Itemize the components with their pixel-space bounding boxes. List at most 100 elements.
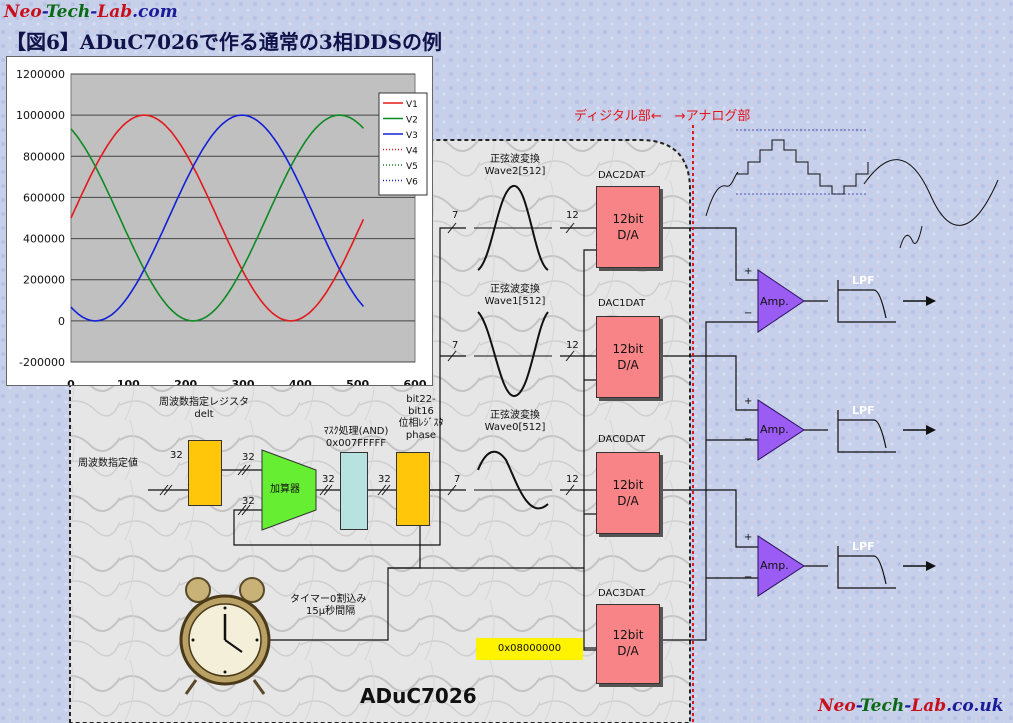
legend-entry: V1	[406, 100, 418, 110]
x-tick-label: 200	[174, 378, 197, 385]
bus-width-dac0: 12	[566, 474, 579, 485]
logo-top-suffix: .com	[132, 2, 178, 22]
plot-area	[70, 73, 416, 363]
bus-width-phase0: 7	[454, 474, 461, 485]
logo-top: Neo-Tech-Lab.com	[4, 2, 178, 22]
amp-3-label: Amp.	[760, 559, 789, 572]
bus-width-sum: 32	[322, 474, 335, 485]
x-tick-label: 600	[404, 378, 427, 385]
x-tick-label: 300	[232, 378, 255, 385]
page-title: 【図6】ADuC7026で作る通常の3相DDSの例	[6, 30, 442, 54]
y-tick-label: 200000	[23, 274, 65, 287]
bus-width-feedback: 32	[242, 496, 255, 507]
mask-label: ﾏｽｸ処理(AND) 0x007FFFFF	[306, 426, 406, 450]
sine-table-1-name: 正弦波変換	[490, 284, 540, 295]
waveform-chart: 1200000 1000000 800000 600000 400000 200000 0 -…	[6, 56, 433, 386]
sine-table-2-sub: Wave2[512]	[484, 166, 546, 177]
timer-label-1: タイマー0割込み	[290, 594, 367, 605]
y-tick-label: -200000	[19, 356, 65, 369]
logo-top-neo: Neo	[4, 2, 42, 22]
dac0-line2: D/A	[617, 494, 639, 508]
dac3-line1: 12bit	[612, 628, 644, 642]
y-tick-label: 0	[58, 315, 65, 328]
dac1-label: DAC1DAT	[598, 298, 646, 309]
bus-width-in: 32	[170, 450, 183, 461]
y-tick-label: 1000000	[16, 109, 65, 122]
waveform-chart-svg: 1200000 1000000 800000 600000 400000 200000 0 -…	[16, 68, 428, 385]
offset-constant: 0x08000000	[476, 638, 583, 660]
bus-width-dac1: 12	[566, 340, 579, 351]
lpf-3-label: LPF	[852, 540, 875, 553]
mask-label-2: 0x007FFFFF	[325, 438, 387, 449]
sine-table-1-sub: Wave1[512]	[484, 296, 546, 307]
timer-label-2: 15μ秒間隔	[306, 606, 356, 617]
series-line-V4	[70, 114, 364, 322]
y-tick-label: 800000	[23, 150, 65, 163]
legend-entry: V3	[406, 131, 418, 141]
dac2-block: 12bit D/A	[596, 186, 660, 268]
legend-entry: V4	[406, 147, 418, 157]
legend-entry: V2	[406, 116, 418, 126]
legend-entry: V6	[406, 178, 418, 188]
adder-label: 加算器	[270, 484, 300, 495]
bus-width-phase1: 7	[452, 340, 459, 351]
logo-bottom-neo: Neo	[818, 696, 856, 716]
x-tick-label: 0	[67, 378, 75, 385]
sine-table-0-name: 正弦波変換	[490, 410, 540, 421]
timer-label: タイマー0割込み 15μ秒間隔	[290, 594, 366, 618]
dac0-block: 12bit D/A	[596, 452, 660, 534]
amp-3-plus: +	[744, 532, 753, 543]
bus-width-phase2: 7	[452, 210, 459, 221]
x-tick-label: 400	[289, 378, 312, 385]
amp-2-minus: −	[744, 434, 753, 445]
series-line-V5	[70, 114, 364, 322]
amp-1-minus: −	[744, 308, 753, 319]
phase-register-label-1: bit22-	[406, 394, 436, 405]
dac0-line1: 12bit	[612, 478, 644, 492]
amp-3-minus: −	[744, 572, 753, 583]
mask-block	[340, 452, 368, 530]
sine-table-2-name: 正弦波変換	[490, 154, 540, 165]
logo-top-lab: Lab	[97, 2, 133, 22]
logo-bottom-tech: Tech	[859, 696, 905, 716]
digital-analog-divider-label: ディジタル部← →アナログ部	[574, 109, 751, 124]
bus-width-masked: 32	[378, 474, 391, 485]
lpf-2-label: LPF	[852, 404, 875, 417]
y-tick-label: 600000	[23, 191, 65, 204]
phase-register-block	[396, 452, 430, 526]
y-tick-label: 400000	[23, 233, 65, 246]
dac1-block: 12bit D/A	[596, 316, 660, 398]
x-tick-label: 100	[117, 378, 140, 385]
phase-register-label-3: 位相ﾚｼﾞｽﾀ	[398, 418, 444, 429]
logo-top-tech: Tech	[45, 2, 91, 22]
sine-table-0-label: 正弦波変換 Wave0[512]	[460, 410, 570, 434]
input-label: 周波数指定値	[78, 458, 138, 469]
sine-table-2-label: 正弦波変換 Wave2[512]	[460, 154, 570, 178]
amp-1-plus: +	[744, 266, 753, 277]
bus-width-dac2: 12	[566, 210, 579, 221]
mask-label-1: ﾏｽｸ処理(AND)	[323, 426, 389, 437]
phase-register-label-4: phase	[405, 430, 437, 441]
dac2-line2: D/A	[617, 228, 639, 242]
x-tick-label: 500	[346, 378, 369, 385]
dac0-label: DAC0DAT	[598, 434, 646, 445]
dac2-label: DAC2DAT	[598, 170, 646, 181]
amp-2-plus: +	[744, 396, 753, 407]
lpf-1-label: LPF	[852, 274, 875, 287]
dac2-line1: 12bit	[612, 212, 644, 226]
logo-bottom: Neo-Tech-Lab.co.uk	[818, 696, 1004, 716]
dac3-label: DAC3DAT	[598, 588, 646, 599]
amp-1-label: Amp.	[760, 295, 789, 308]
y-tick-label: 1200000	[16, 68, 65, 81]
phase-register-label: bit22- bit16 位相ﾚｼﾞｽﾀ phase	[386, 394, 456, 442]
chip-name: ADuC7026	[360, 684, 477, 708]
logo-bottom-lab: Lab	[911, 696, 947, 716]
series-line-V6	[70, 114, 364, 322]
dac3-line2: D/A	[617, 644, 639, 658]
freq-register-label-2: delt	[194, 409, 214, 420]
freq-register-block	[188, 440, 222, 506]
sine-table-1-label: 正弦波変換 Wave1[512]	[460, 284, 570, 308]
dac1-line2: D/A	[617, 358, 639, 372]
bus-width-delt: 32	[242, 452, 255, 463]
